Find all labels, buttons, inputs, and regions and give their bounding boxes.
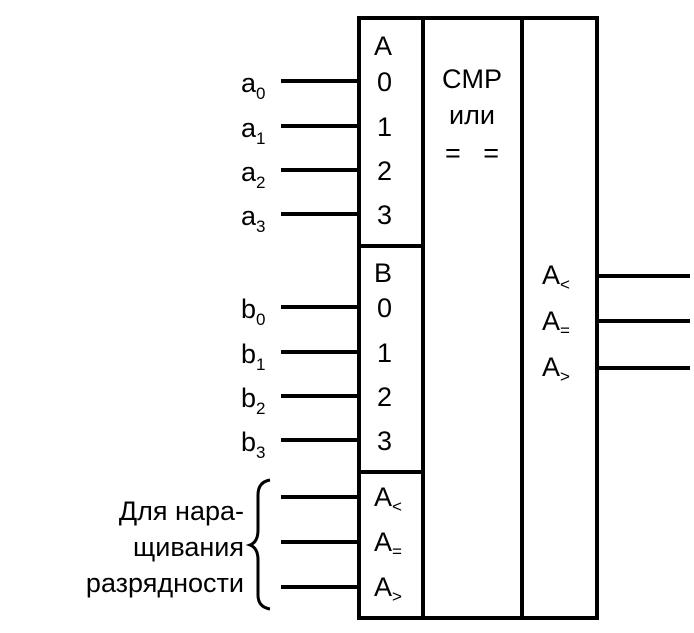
input-signal-label: a3 xyxy=(241,201,266,236)
input-signal-label: b3 xyxy=(241,427,266,462)
output-label: A= xyxy=(542,306,570,340)
function-title: CMP xyxy=(442,64,502,94)
b-section-header: B xyxy=(374,258,392,288)
b-bit-label: 0 xyxy=(377,293,392,323)
cascade-brace xyxy=(245,478,271,611)
input-signal-label: a0 xyxy=(241,68,266,103)
cascade-input-label: A< xyxy=(374,482,402,516)
b-bit-label: 3 xyxy=(377,426,392,456)
a-bit-label: 1 xyxy=(377,112,392,142)
cascade-note-line: щивания xyxy=(133,532,244,562)
a-bit-label: 0 xyxy=(377,67,392,97)
a-bit-label: 3 xyxy=(377,200,392,230)
b-bit-label: 2 xyxy=(377,382,392,412)
input-signal-label: b1 xyxy=(241,339,266,374)
function-subtitle: или xyxy=(449,100,495,130)
output-label: A< xyxy=(542,260,570,294)
cascade-note-line: Для нара- xyxy=(119,496,244,526)
b-bit-label: 1 xyxy=(377,338,392,368)
output-label: A> xyxy=(542,352,570,386)
a-section-header: A xyxy=(374,31,392,61)
a-bit-label: 2 xyxy=(377,156,392,186)
input-signal-label: b0 xyxy=(241,294,266,329)
output-pin-lines xyxy=(597,274,690,370)
input-pin-lines xyxy=(281,79,359,589)
input-signal-label: a2 xyxy=(241,157,266,192)
cascade-note-line: разрядности xyxy=(86,568,244,598)
cascade-input-label: A> xyxy=(374,572,402,606)
function-equality-marks: = = xyxy=(445,138,499,168)
cascade-input-label: A= xyxy=(374,527,402,561)
input-signal-label: b2 xyxy=(241,383,266,418)
block-outline xyxy=(357,16,599,620)
input-signal-label: a1 xyxy=(241,113,266,148)
chip-body xyxy=(357,16,599,620)
